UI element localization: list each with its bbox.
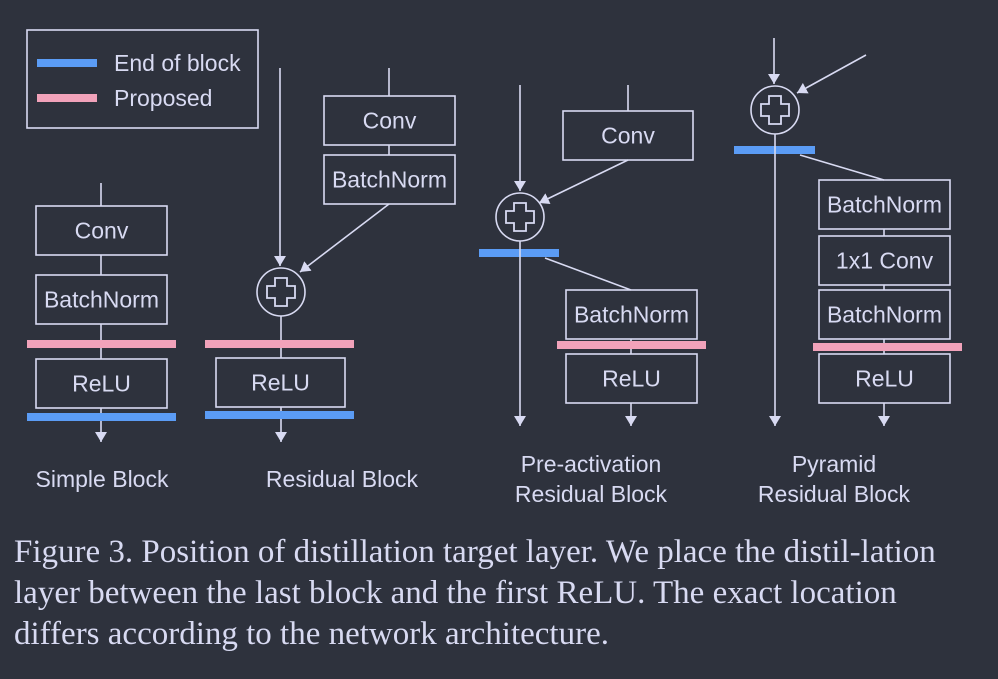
simple-batchnorm-box: BatchNorm — [35, 274, 168, 325]
preact-branch-line — [544, 257, 632, 291]
pyramid-batchnorm-label-2: BatchNorm — [827, 302, 942, 328]
pyramid-branch-arrow — [796, 54, 867, 94]
pyramid-relu-label: ReLU — [855, 366, 914, 392]
pyramid-batchnorm-box-1: BatchNorm — [818, 179, 951, 230]
preact-block-title-line2: Residual Block — [515, 481, 668, 507]
pyramid-add-icon — [750, 85, 800, 135]
residual-batchnorm-box: BatchNorm — [323, 154, 456, 205]
residual-relu-label: ReLU — [251, 370, 310, 396]
residual-block-title: Residual Block — [266, 466, 419, 492]
simple-block-title: Simple Block — [36, 466, 169, 492]
pyramid-1x1conv-label: 1x1 Conv — [836, 248, 934, 274]
pyramid-relu-box: ReLU — [818, 353, 951, 404]
simple-relu-box: ReLU — [35, 358, 168, 409]
pyramid-batchnorm-box-2: BatchNorm — [818, 289, 951, 340]
residual-conv-label: Conv — [363, 108, 417, 134]
pyramid-block: BatchNorm 1x1 Conv BatchNorm ReLU Pyrami… — [734, 38, 962, 507]
simple-relu-label: ReLU — [72, 371, 131, 397]
preact-relu-label: ReLU — [602, 366, 661, 392]
pyramid-branch-line — [799, 154, 885, 181]
legend-proposed-label: Proposed — [114, 85, 212, 111]
preact-relu-box: ReLU — [565, 353, 698, 404]
figure-caption: Figure 3. Position of distillation targe… — [14, 534, 936, 652]
preact-add-icon — [495, 192, 545, 242]
preact-batchnorm-label: BatchNorm — [574, 302, 689, 328]
pyramid-block-title-line1: Pyramid — [792, 451, 876, 477]
residual-branch-arrow — [299, 203, 390, 273]
residual-relu-box: ReLU — [215, 357, 346, 408]
preact-conv-box: Conv — [562, 110, 694, 161]
pyramid-block-title-line2: Residual Block — [758, 481, 911, 507]
residual-batchnorm-label: BatchNorm — [332, 167, 447, 193]
legend-frame — [26, 29, 259, 129]
preact-block-title-line1: Pre-activation — [521, 451, 662, 477]
simple-conv-box: Conv — [35, 205, 168, 256]
simple-conv-label: Conv — [75, 218, 129, 244]
legend: End of block Proposed — [26, 29, 259, 129]
simple-block: Conv BatchNorm ReLU Simple Block — [27, 183, 176, 492]
simple-batchnorm-label: BatchNorm — [44, 287, 159, 313]
residual-add-icon — [256, 267, 306, 317]
residual-block: Conv BatchNorm ReLU Residual Block — [205, 68, 456, 492]
pyramid-batchnorm-label-1: BatchNorm — [827, 192, 942, 218]
preact-branch-arrow — [538, 159, 629, 205]
preact-conv-label: Conv — [601, 123, 655, 149]
preact-batchnorm-box: BatchNorm — [565, 289, 698, 340]
legend-end-of-block-label: End of block — [114, 50, 241, 76]
pyramid-1x1conv-box: 1x1 Conv — [818, 235, 951, 286]
residual-conv-box: Conv — [323, 95, 456, 146]
preact-block: Conv BatchNorm ReLU Pre-activation Resid… — [479, 85, 706, 507]
